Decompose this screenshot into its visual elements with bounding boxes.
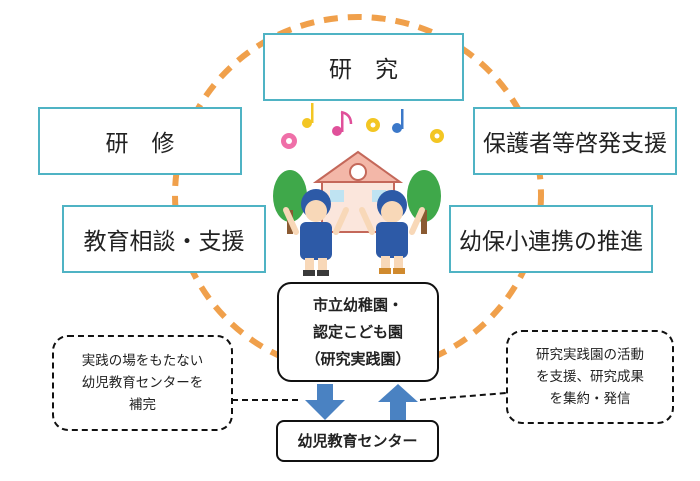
consultation-label: 教育相談・支援 bbox=[83, 229, 245, 255]
music-notes-icon bbox=[302, 103, 404, 136]
research-label: 研 究 bbox=[329, 57, 398, 83]
kindergarten-line-3: （研究実践園） bbox=[305, 349, 411, 368]
left-note-bubble: 実践の場をもたない 幼児教育センターを 補完 bbox=[52, 335, 233, 431]
right-note-line-3: を集約・発信 bbox=[549, 391, 631, 407]
education-center-label: 幼児教育センター bbox=[297, 431, 418, 450]
up-arrow-icon bbox=[378, 384, 418, 420]
right-note-connector bbox=[419, 392, 507, 401]
research-box: 研 究 bbox=[263, 33, 464, 101]
child-girl-icon bbox=[359, 190, 425, 274]
parent-support-box: 保護者等啓発支援 bbox=[473, 107, 677, 175]
collaboration-box: 幼保小連携の推進 bbox=[449, 205, 653, 273]
training-box: 研 修 bbox=[38, 107, 242, 175]
right-note-line-1: 研究実践園の活動 bbox=[536, 347, 644, 363]
child-boy-icon bbox=[283, 189, 349, 276]
kindergarten-line-2: 認定こども園 bbox=[312, 322, 403, 341]
kindergarten-box: 市立幼稚園・ 認定こども園 （研究実践園） bbox=[277, 282, 439, 382]
training-label: 研 修 bbox=[105, 131, 175, 157]
parent-support-label: 保護者等啓発支援 bbox=[483, 131, 667, 157]
left-note-line-1: 実践の場をもたない bbox=[81, 353, 204, 369]
right-note-line-2: を支援、研究成果 bbox=[536, 369, 644, 385]
flower-icon bbox=[281, 118, 444, 149]
right-note-bubble: 研究実践園の活動 を支援、研究成果 を集約・発信 bbox=[506, 330, 674, 424]
consultation-box: 教育相談・支援 bbox=[62, 205, 266, 273]
left-note-line-3: 補完 bbox=[129, 397, 156, 413]
down-arrow-icon bbox=[305, 384, 345, 420]
kindergarten-line-1: 市立幼稚園・ bbox=[312, 295, 403, 314]
collaboration-label: 幼保小連携の推進 bbox=[459, 229, 643, 255]
cycle-ring bbox=[172, 14, 544, 376]
left-note-line-2: 幼児教育センターを bbox=[81, 375, 204, 391]
education-center-box: 幼児教育センター bbox=[276, 420, 439, 462]
